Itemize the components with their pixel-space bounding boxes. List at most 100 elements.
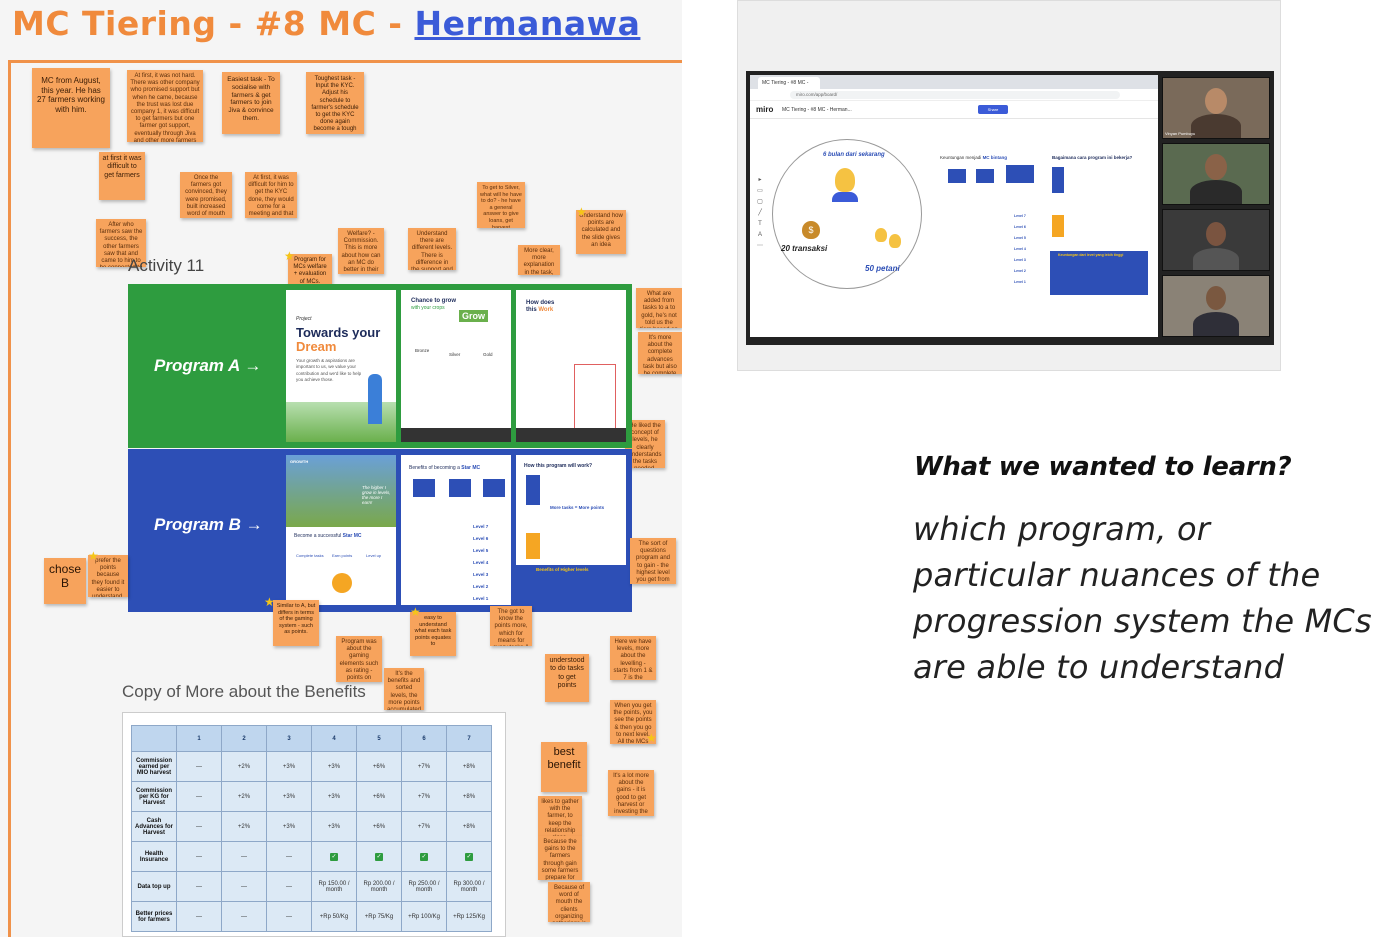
sticky-note: Program was about the gaming elements su… [336,636,382,682]
table-row-label: Better prices for farmers [131,901,177,932]
money-bag-icon: $ [802,221,820,239]
star-icon: ★ [410,605,421,619]
sticky-note: Because of word of mouth the clients org… [548,882,590,922]
sticky-note: at first it was difficult to get farmers [99,152,145,200]
sticky-note: The got to know the points more, which f… [490,606,532,646]
participant-name: Vinyan Pumbuyu [1165,131,1196,136]
table-cell: ✓ [356,841,402,872]
checkmark-icon: ✓ [465,852,473,861]
table-row: Better prices for farmers———+Rp 50/Kg+Rp… [131,901,492,932]
star-icon: ★ [88,549,99,563]
table-cell: +3% [311,811,357,842]
research-question-heading: What we wanted to learn? [914,452,1292,482]
table-cell: +2% [221,751,267,782]
sticky-note: chose B [44,558,86,604]
sticky-note: Easiest task - To socialise with farmers… [222,72,280,134]
frame-border [8,60,682,937]
browser-tab[interactable]: MC Tiering - #8 MC - Herma [758,77,820,98]
miro-board-screenshot: MC Tiering - #8 MC - Hermanawa MC from A… [0,0,682,937]
table-cell: +Rp 125/Kg [446,901,492,932]
table-cell: — [176,811,222,842]
table-row: Health Insurance———✓✓✓✓ [131,841,492,872]
sticky-note: Understand how points are calculated and… [576,210,626,254]
table-cell: +8% [446,781,492,812]
sticky-note: At first, it was not hard. There was oth… [127,70,203,142]
sticky-note: It's a lot more about the gains - it is … [608,770,654,816]
slide-a-towards-dream: Project Towards your Dream Your growth &… [286,290,396,442]
farmers-photo [286,455,396,527]
share-button[interactable]: Share [978,105,1008,114]
board-title-link[interactable]: Hermanawa [414,4,641,43]
url-bar[interactable]: miro.com/app/board/ [790,91,1120,99]
copy-frame-label: Copy of More about the Benefits [122,682,366,701]
table-cell: +3% [266,781,312,812]
table-cell: Rp 200.00 / month [356,871,402,902]
table-cell: +3% [311,781,357,812]
activity-label: Activity 11 [128,256,205,275]
table-cell: +3% [311,751,357,782]
sticky-note: Once the farmers got convinced, they wer… [180,172,232,218]
table-row-label: Commission earned per MIO harvest [131,751,177,782]
table-cell: — [221,841,267,872]
table-cell: ✓ [311,841,357,872]
program-b-label: Program B → [154,515,263,534]
table-cell: Rp 300.00 / month [446,871,492,902]
table-cell: +3% [266,811,312,842]
participant-tile[interactable] [1162,209,1270,271]
program-a-label: Program A → [154,356,262,375]
sticky-note: Understand there are different levels. T… [408,228,456,270]
shared-browser-window: MC Tiering - #8 MC - Herma miro.com/app/… [750,75,1158,337]
table-row-label: Commission per KG for Harvest [131,781,177,812]
coin-icon [332,573,352,593]
miro-logo: miro [756,105,774,114]
table-row-label: Data top up [131,871,177,902]
table-cell: — [221,871,267,902]
participant-tile[interactable]: Vinyan Pumbuyu [1162,77,1270,139]
program-a-row: Program A → Project Towards your Dream Y… [128,284,632,448]
goal-circle: 6 bulan dari sekarang 20 transaksi 50 pe… [772,139,922,289]
farmer-illustration [368,374,382,424]
slide-b-how-program-works: How this program will work? More tasks =… [516,455,626,605]
sticky-note: To get to Silver, what will he have to d… [477,182,525,228]
benefits-table-frame: 1 2 3 4 5 6 7 Commission earned per MIO … [122,712,506,937]
checkmark-icon: ✓ [330,852,338,861]
research-question-answer: which program, or particular nuances of … [913,510,1372,686]
slide-a-how-does-this-work: How does this Work [516,290,626,442]
star-icon: ★ [284,249,295,263]
sticky-note: The sort of questions program and to gai… [630,538,676,584]
table-cell: — [176,901,222,932]
sticky-note: prefer the points because they found it … [88,555,128,597]
benefits-table: 1 2 3 4 5 6 7 Commission earned per MIO … [131,725,492,932]
table-cell: +6% [356,751,402,782]
table-cell: — [266,841,312,872]
table-cell: +7% [401,751,447,782]
table-cell: ✓ [446,841,492,872]
board-title: MC Tiering - #8 MC - Hermanawa [12,4,641,43]
sticky-note: More clear, more explanation in the task… [518,245,560,275]
sticky-note: At first, it was difficult for him to ge… [245,172,297,218]
program-b-row: Program B → GROWTH The higher I grow in … [128,449,632,612]
browser-tab-strip: MC Tiering - #8 MC - Herma [750,75,1158,98]
sticky-note: It's more about the complete advances ta… [638,332,682,374]
table-cell: — [176,871,222,902]
sticky-note: Toughest task - Input the KYC. Adjust hi… [306,72,364,134]
participant-tile[interactable] [1162,143,1270,205]
miro-toolbar: miro MC Tiering - #8 MC - Herman... Shar… [750,101,1158,119]
checkmark-icon: ✓ [375,852,383,861]
table-cell: — [266,871,312,902]
table-row: Commission earned per MIO harvest—+2% +3%… [131,751,492,782]
sticky-note: understood to do tasks to get points [545,654,589,702]
participant-tile[interactable] [1162,275,1270,337]
miro-board-name[interactable]: MC Tiering - #8 MC - Herman... [782,107,852,113]
star-icon: ★ [264,595,275,609]
table-row: Commission per KG for Harvest—+2%+3%+3%+… [131,781,492,812]
sticky-note: easy to understand what each task points… [410,612,456,656]
table-cell: — [176,751,222,782]
sticky-note: After who farmers saw the success, the o… [96,219,146,267]
video-call-screenshot: MC Tiering - #8 MC - Herma miro.com/app/… [737,0,1281,371]
sticky-note: Welfare? - Commission. This is more abou… [338,228,384,274]
table-cell: +8% [446,751,492,782]
table-cell: +6% [356,811,402,842]
sticky-note: likes to gather with the farmer, to keep… [538,796,582,836]
